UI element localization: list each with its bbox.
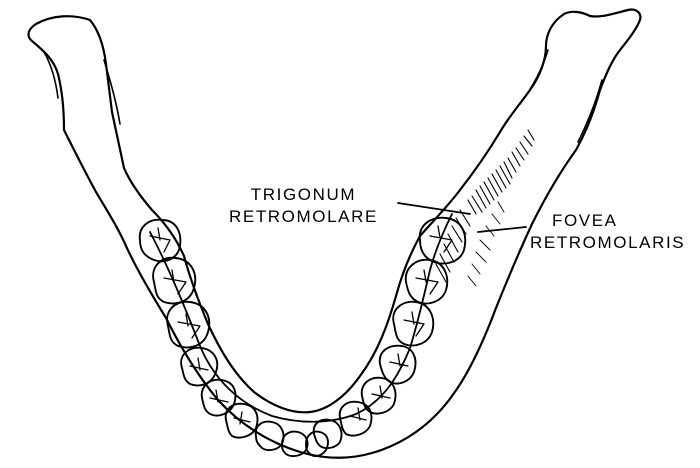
label-trigonum-line1: TRIGONUM	[229, 184, 378, 206]
label-trigonum-line2: RETROMOLARE	[229, 206, 378, 228]
left-teeth	[140, 220, 308, 456]
fovea-leader-line	[478, 227, 526, 232]
label-fovea-retromolaris: FOVEA RETROMOLARIS	[530, 210, 685, 254]
label-fovea-line2: RETROMOLARIS	[530, 232, 685, 254]
alveolar-inner-line	[150, 214, 452, 422]
right-teeth	[306, 218, 465, 456]
label-trigonum-retromolare: TRIGONUM RETROMOLARE	[229, 184, 378, 228]
label-fovea-line1: FOVEA	[530, 210, 685, 232]
trigonum-leader-line	[398, 203, 470, 214]
right-ramus-line	[520, 50, 602, 142]
